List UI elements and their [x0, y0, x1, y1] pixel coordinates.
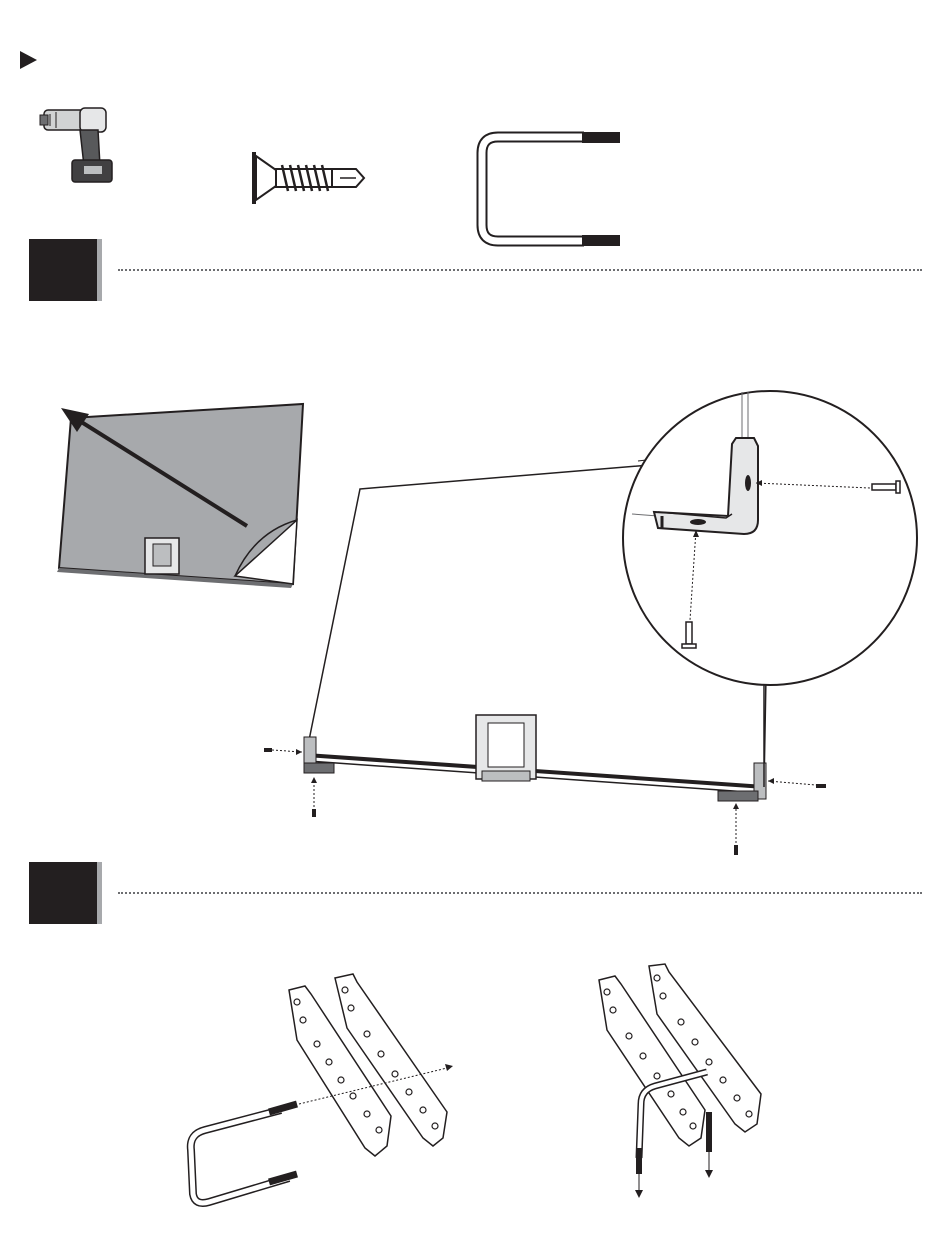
u-bolt-insertion-illustration — [185, 970, 475, 1215]
step-number-block — [29, 239, 97, 301]
step-divider — [118, 269, 922, 271]
bracket-detail-magnifier — [622, 388, 922, 688]
step-block-shadow — [97, 239, 102, 301]
cordless-drill-icon — [40, 100, 120, 190]
step-block-shadow — [97, 862, 102, 924]
triangle-right-icon — [20, 51, 40, 71]
u-bolt-icon — [474, 127, 624, 251]
u-bolt-installed-illustration — [595, 962, 775, 1212]
step-number-block — [29, 862, 97, 924]
self-drilling-screw-icon — [252, 150, 367, 206]
step-divider — [118, 892, 922, 894]
